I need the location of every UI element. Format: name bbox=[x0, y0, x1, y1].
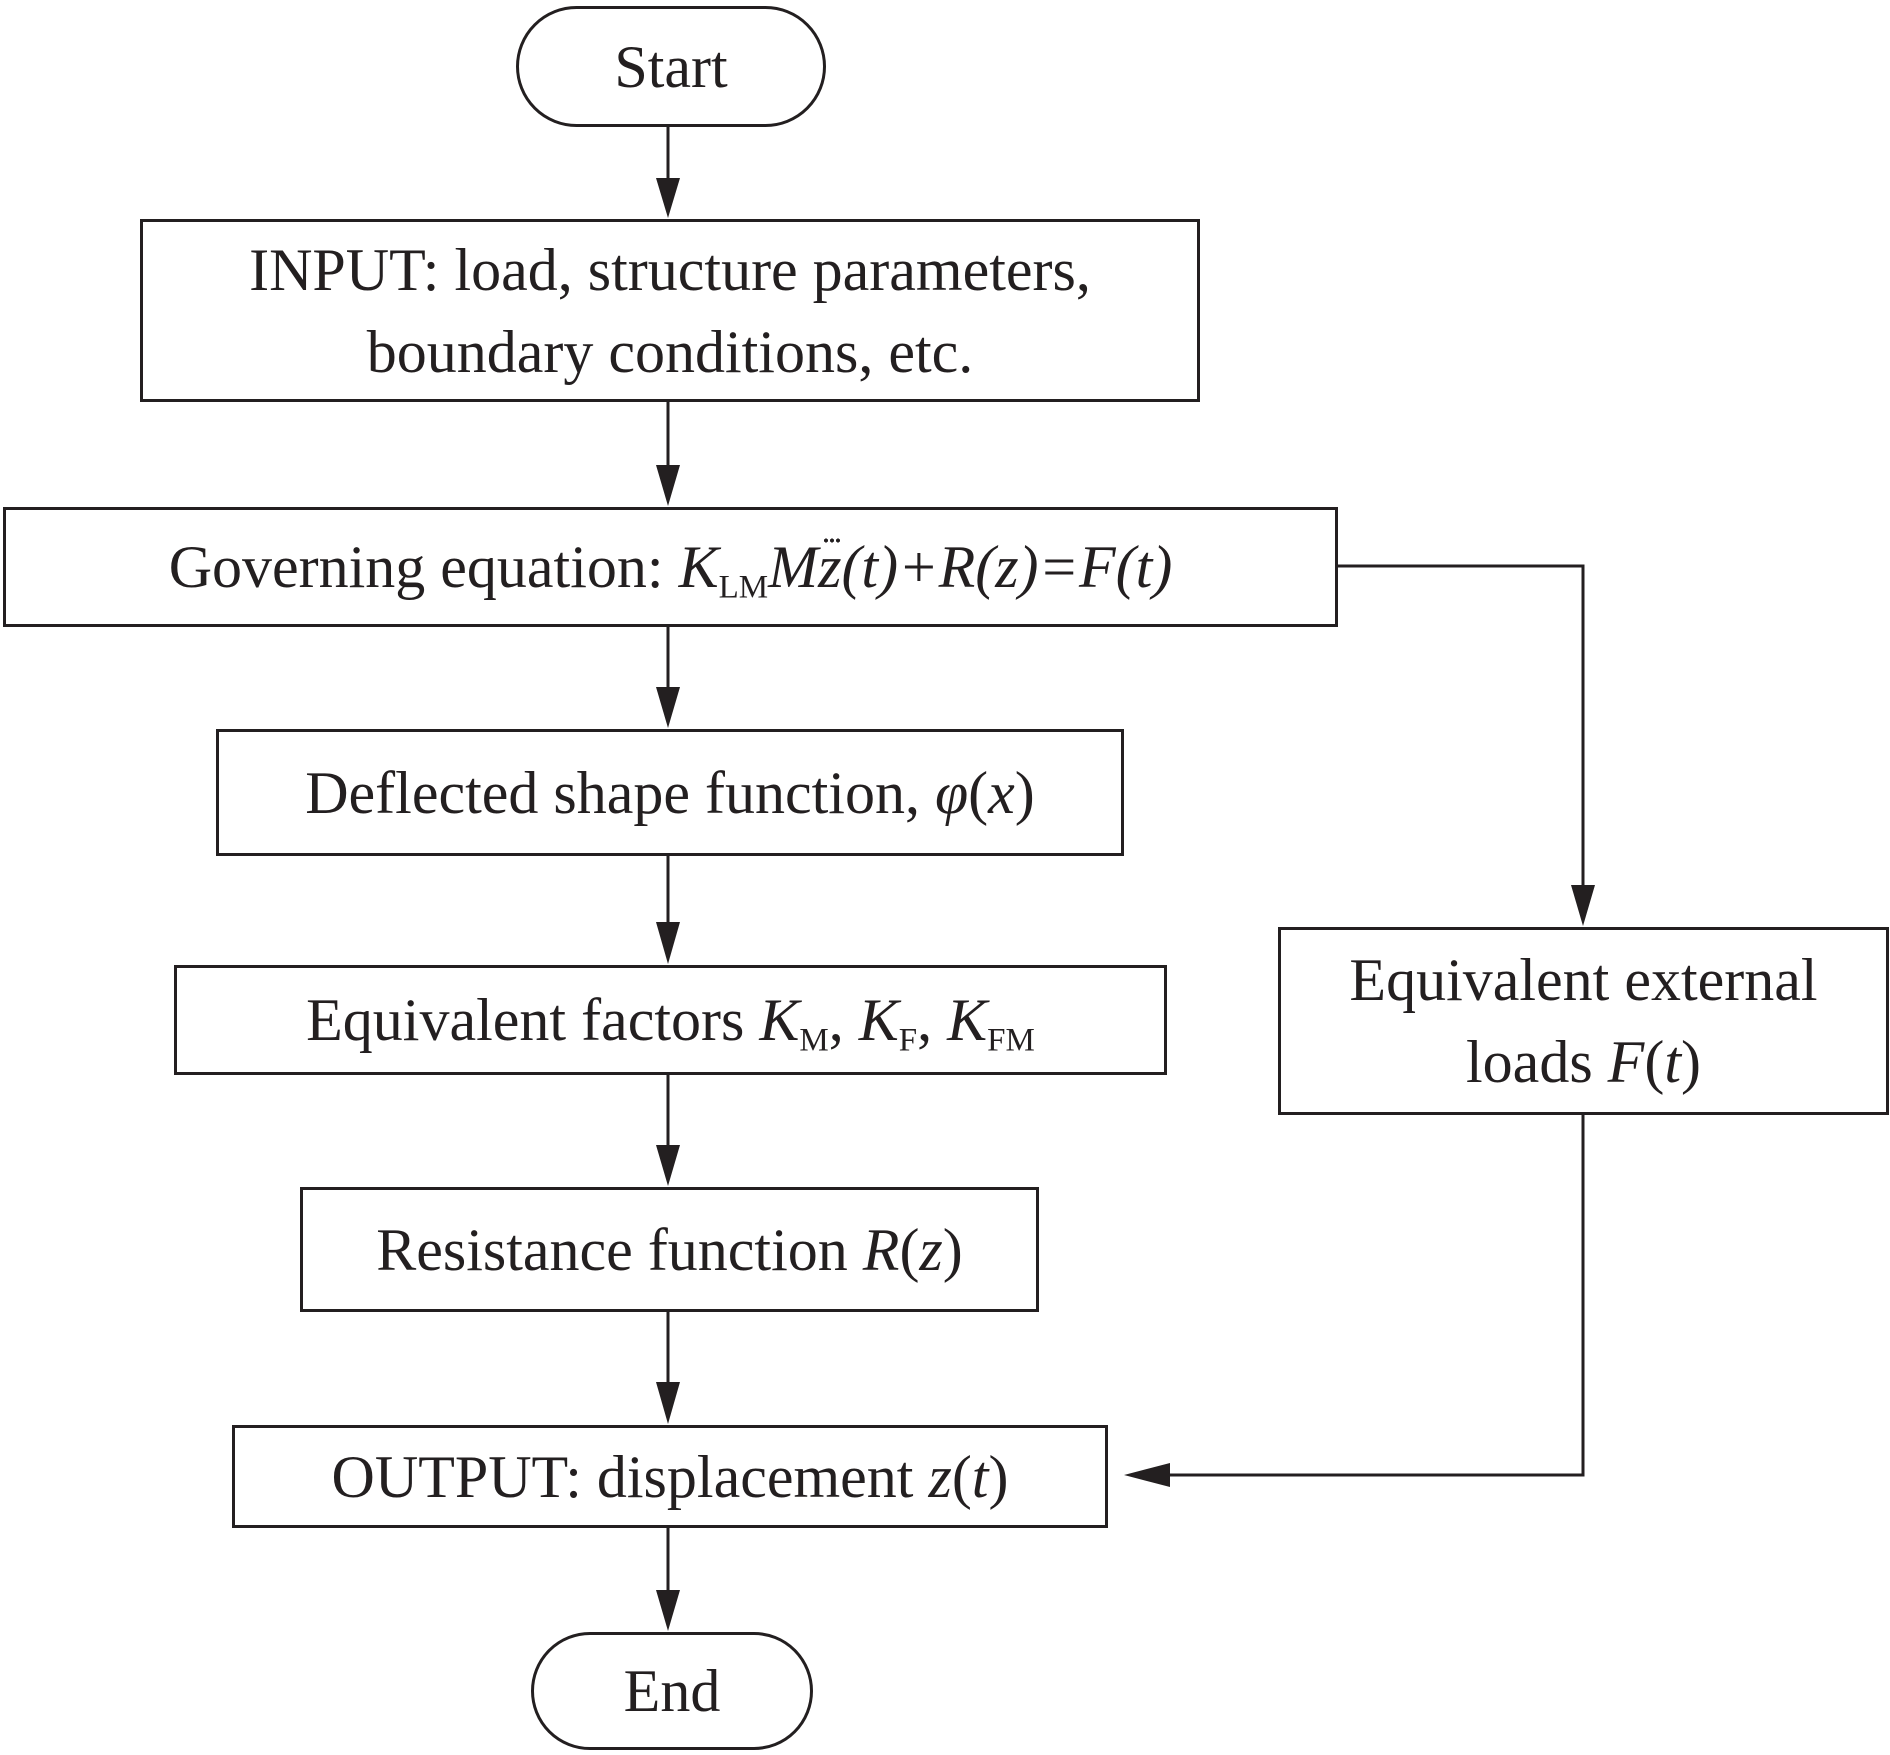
governing-m: M bbox=[768, 534, 819, 600]
resistance-r: R bbox=[862, 1216, 900, 1283]
external-t: t bbox=[1664, 1029, 1681, 1095]
input-box: INPUT: load, structure parameters, bound… bbox=[140, 219, 1200, 402]
factors-sep-1: , bbox=[828, 987, 859, 1053]
factor-km-subscript: M bbox=[799, 1022, 829, 1059]
arrowhead-external-to-output bbox=[1124, 1463, 1170, 1487]
output-prefix: OUTPUT: displacement bbox=[331, 1443, 929, 1510]
arrowhead-factors-to-resistance bbox=[656, 1145, 680, 1186]
governing-prefix: Governing equation: bbox=[168, 534, 679, 600]
arrowhead-governing-to-external bbox=[1571, 885, 1595, 926]
arrowhead-resistance-to-output bbox=[656, 1382, 680, 1424]
governing-k-subscript: LM bbox=[718, 569, 769, 606]
governing-rest: (t)+R(z)=F(t) bbox=[841, 534, 1173, 600]
deflected-shape-box: Deflected shape function, φ(x) bbox=[216, 729, 1124, 856]
external-open: ( bbox=[1644, 1029, 1665, 1095]
factor-kf-subscript: F bbox=[898, 1022, 918, 1059]
arrow-external-to-output bbox=[1165, 1115, 1585, 1477]
governing-z-double-dot: z bbox=[818, 526, 843, 608]
external-line-2: loads F(t) bbox=[1466, 1029, 1701, 1095]
governing-k: K bbox=[678, 534, 719, 600]
arrowhead-governing-to-deflected bbox=[656, 687, 680, 728]
arrow-governing-to-external bbox=[1338, 564, 1585, 890]
deflected-x: x bbox=[988, 759, 1015, 826]
external-close: ) bbox=[1680, 1029, 1701, 1095]
deflected-close: ) bbox=[1014, 759, 1035, 826]
resistance-function-box: Resistance function R(z) bbox=[300, 1187, 1039, 1312]
input-line-1: INPUT: load, structure parameters, bbox=[249, 236, 1091, 303]
deflected-prefix: Deflected shape function, bbox=[305, 759, 935, 826]
deflected-phi: φ bbox=[934, 759, 969, 826]
end-label: End bbox=[623, 1658, 721, 1724]
equivalent-factors-text: Equivalent factors KM, KF, KFM bbox=[306, 979, 1035, 1061]
factor-km-k: K bbox=[759, 987, 800, 1053]
factor-kfm-k: K bbox=[947, 987, 988, 1053]
factors-sep-2: , bbox=[917, 987, 948, 1053]
output-open: ( bbox=[951, 1443, 972, 1510]
resistance-open: ( bbox=[899, 1216, 920, 1283]
output-z: z bbox=[928, 1443, 952, 1510]
factor-kf-k: K bbox=[858, 987, 899, 1053]
arrowhead-input-to-governing bbox=[656, 465, 680, 506]
governing-equation-text: Governing equation: KLMMz(t)+R(z)=F(t) bbox=[169, 526, 1173, 608]
deflected-open: ( bbox=[968, 759, 989, 826]
output-text: OUTPUT: displacement z(t) bbox=[332, 1436, 1009, 1518]
equivalent-factors-box: Equivalent factors KM, KF, KFM bbox=[174, 965, 1167, 1075]
external-loads-box: Equivalent external loads F(t) bbox=[1278, 927, 1889, 1115]
arrowhead-output-to-end bbox=[656, 1590, 680, 1631]
resistance-z: z bbox=[919, 1216, 943, 1283]
start-label: Start bbox=[614, 33, 728, 100]
deflected-shape-text: Deflected shape function, φ(x) bbox=[305, 752, 1035, 834]
arrowhead-deflected-to-factors bbox=[656, 922, 680, 964]
input-text: INPUT: load, structure parameters, bound… bbox=[249, 229, 1091, 393]
start-terminal: Start bbox=[516, 6, 826, 127]
resistance-prefix: Resistance function bbox=[376, 1216, 863, 1283]
output-close: ) bbox=[988, 1443, 1009, 1510]
arrowhead-start-to-input bbox=[656, 178, 680, 218]
output-box: OUTPUT: displacement z(t) bbox=[232, 1425, 1108, 1528]
external-loads-prefix: loads bbox=[1466, 1029, 1608, 1095]
resistance-close: ) bbox=[942, 1216, 963, 1283]
factor-kfm-subscript: FM bbox=[987, 1022, 1035, 1059]
end-terminal: End bbox=[531, 1632, 813, 1750]
resistance-function-text: Resistance function R(z) bbox=[376, 1209, 963, 1291]
external-line-1: Equivalent external bbox=[1349, 947, 1818, 1013]
governing-equation-box: Governing equation: KLMMz(t)+R(z)=F(t) bbox=[3, 507, 1338, 627]
output-t: t bbox=[971, 1443, 989, 1510]
external-loads-text: Equivalent external loads F(t) bbox=[1349, 939, 1817, 1103]
factors-prefix: Equivalent factors bbox=[306, 987, 760, 1053]
input-line-2: boundary conditions, etc. bbox=[366, 318, 974, 385]
external-f: F bbox=[1607, 1029, 1645, 1095]
